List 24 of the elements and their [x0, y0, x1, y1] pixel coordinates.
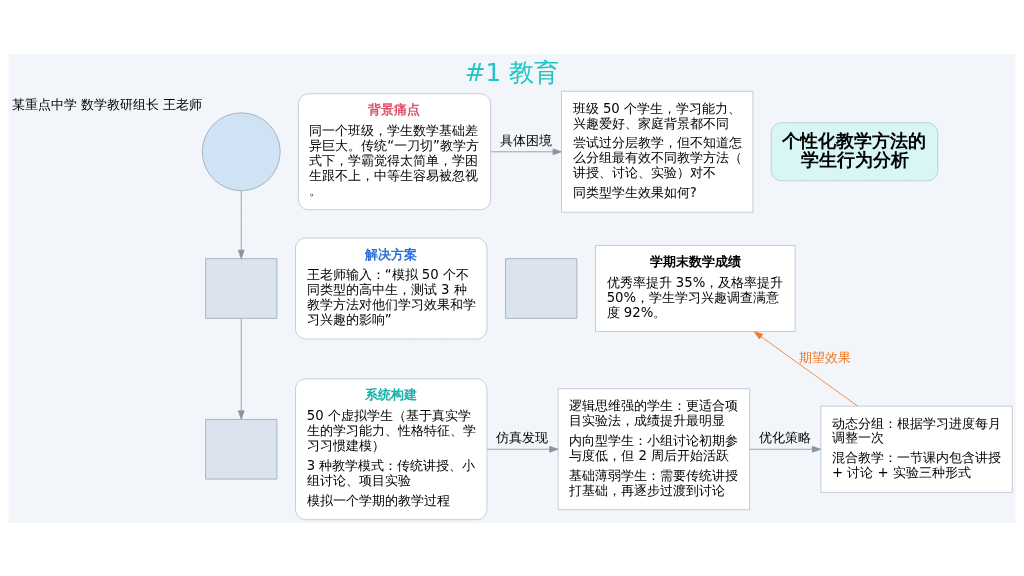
node-box — [505, 257, 578, 319]
node-box: 背景痛点 同一个班级，学生数学基础差异巨大。传统“一刀切”教学方式下，学霸觉得太简单，学困生跟不上，中等生容易被忽视。 — [298, 92, 492, 210]
edge-label: 具体困境 — [499, 132, 552, 148]
node-box: 动态分组：根据学习进度每月调整一次 混合教学：一节课内包含讲授 + 讨论 + 实验三种形式 — [820, 405, 1013, 493]
node-box — [205, 418, 278, 479]
node-box: 班级 50 个学生，学习能力、兴趣爱好、家庭背景都不同 尝试过分层教学，但不知道怎么分组最有效不同教学方法（讲授、讨论、实验）对不 同类型学生效果如何? — [561, 90, 754, 213]
node-box: 逻辑思维强的学生：更适合项目实验法，成绩提升最明显 内向型学生：小组讨论初期参与度低，但 2 周后开始活跃 基础薄弱学生：需要传统讲授打基础，再逐步过渡到讨论 — [557, 387, 751, 510]
edge-label: 仿真发现 — [496, 429, 549, 445]
node-box: 解决方案 王老师输入：“模拟 50 个不同类型的高中生，测试 3 种教学方法对他们学习效果和学习兴趣的影响” — [295, 237, 488, 339]
arrow — [486, 445, 559, 453]
node-person — [201, 111, 281, 191]
node-box: 学期末数学成绩 优秀率提升 35%，及格率提升 50%，学生学习兴趣调查满意度 92%。 — [595, 244, 796, 332]
node-label: 某重点中学 数学教研组长 王老师 — [11, 96, 203, 112]
node-box: 系统构建 50 个虚拟学生（基于真实学生的学习能力、性格特征、学习习惯建模） 3 种教学模式：传统讲授、小组讨论、项目实验 模拟一个学期的教学过程 — [295, 377, 488, 520]
arrow — [749, 445, 822, 453]
edge-label: 期望效果 — [798, 349, 851, 365]
node-box: 个性化教学方法的学生行为分析 — [770, 121, 939, 181]
node-box — [205, 257, 278, 319]
arrow — [237, 317, 245, 420]
arrow — [490, 147, 562, 155]
edge-label: 优化策略 — [758, 429, 811, 445]
arrow — [237, 190, 245, 259]
arrow — [753, 330, 859, 407]
diagram-title: #1 教育 — [464, 57, 560, 87]
